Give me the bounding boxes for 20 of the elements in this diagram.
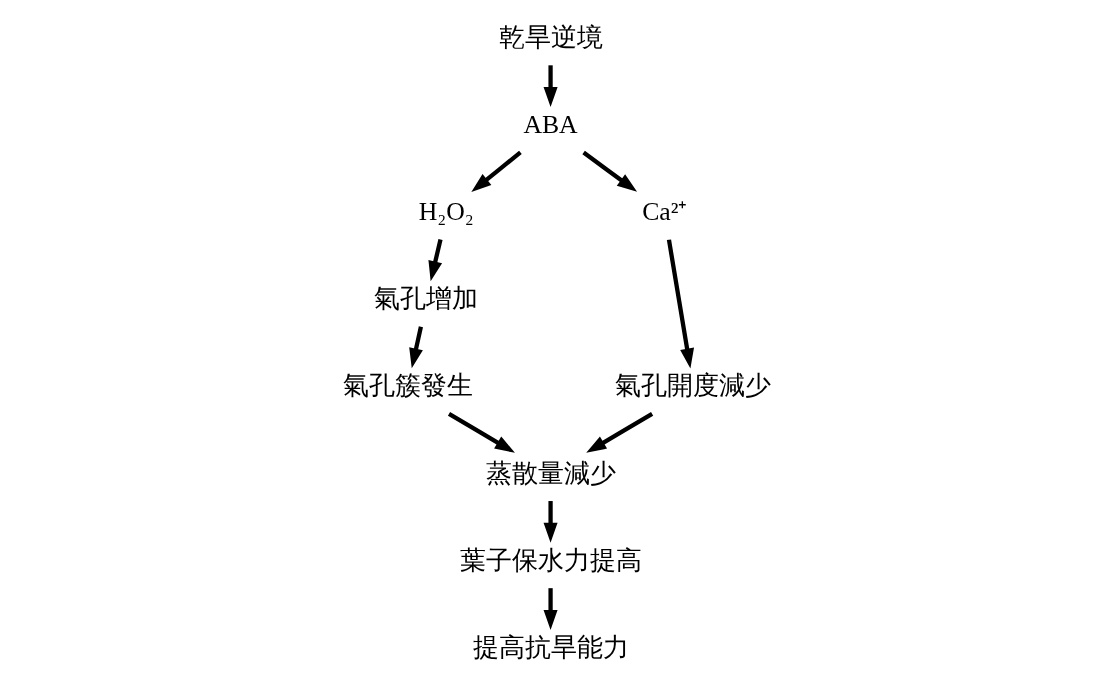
arrow <box>666 239 695 369</box>
node-text: 葉子保水力提高 <box>459 544 642 575</box>
node-text: 氣孔增加 <box>374 283 479 314</box>
node-text: ABA <box>523 109 578 139</box>
node-text: Ca²⁺ <box>642 197 688 227</box>
arrow <box>447 412 515 453</box>
arrow <box>582 150 638 192</box>
node-text: 乾旱逆境 <box>498 21 603 52</box>
arrow <box>543 65 558 108</box>
arrow <box>428 239 443 282</box>
node-text: 蒸散量減少 <box>485 457 616 488</box>
arrow <box>543 501 558 543</box>
arrow <box>471 150 522 193</box>
node-text: 氣孔簇發生 <box>342 370 473 401</box>
node-text: 提高抗旱能力 <box>472 631 629 662</box>
arrow <box>543 588 558 630</box>
arrow <box>586 412 654 453</box>
node-text: H₂O₂ <box>418 197 474 227</box>
arrow <box>409 326 423 369</box>
node-text: 氣孔開度減少 <box>615 370 772 401</box>
